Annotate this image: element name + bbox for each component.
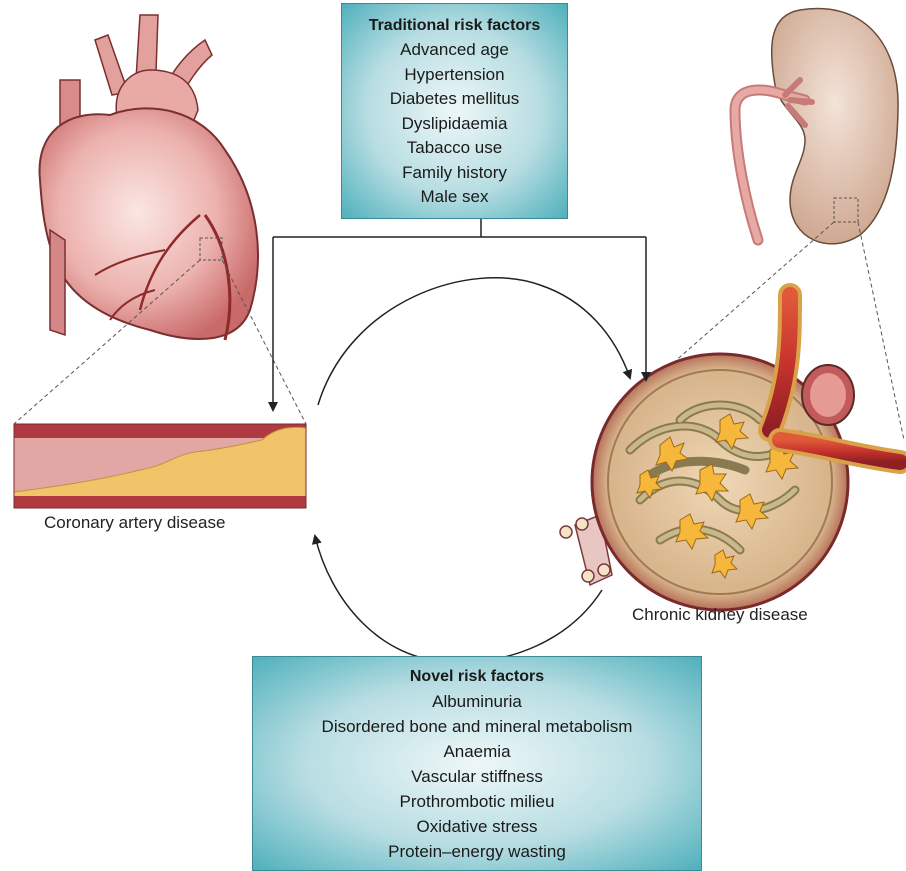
traditional-item-male-sex: Male sex [342,185,567,210]
heart-illustration [40,15,258,340]
coronary-artery-disease-label: Coronary artery disease [44,513,225,533]
traditional-item-diabetes: Diabetes mellitus [342,87,567,112]
traditional-item-tabacco: Tabacco use [342,136,567,161]
novel-item-albuminuria: Albuminuria [253,689,701,714]
traditional-item-advanced-age: Advanced age [342,38,567,63]
traditional-risk-factors-title: Traditional risk factors [342,14,567,38]
novel-item-anaemia: Anaemia [253,739,701,764]
cycle-arrows [315,278,630,662]
novel-item-protein-energy: Protein–energy wasting [253,839,701,864]
chronic-kidney-disease-label: Chronic kidney disease [632,605,808,625]
novel-item-vascular-stiffness: Vascular stiffness [253,764,701,789]
traditional-risk-factors-box: Traditional risk factors Advanced age Hy… [341,3,568,219]
coronary-artery-illustration [14,424,306,508]
traditional-item-hypertension: Hypertension [342,63,567,88]
kidney-illustration [735,8,898,243]
traditional-item-dyslipidaemia: Dyslipidaemia [342,112,567,137]
traditional-item-family-history: Family history [342,161,567,186]
novel-item-oxidative-stress: Oxidative stress [253,814,701,839]
novel-risk-factors-box: Novel risk factors Albuminuria Disordere… [252,656,702,871]
novel-item-prothrombotic: Prothrombotic milieu [253,789,701,814]
novel-item-bone-mineral: Disordered bone and mineral metabolism [253,714,701,739]
novel-risk-factors-title: Novel risk factors [253,665,701,689]
glomerulus-illustration [560,295,900,610]
